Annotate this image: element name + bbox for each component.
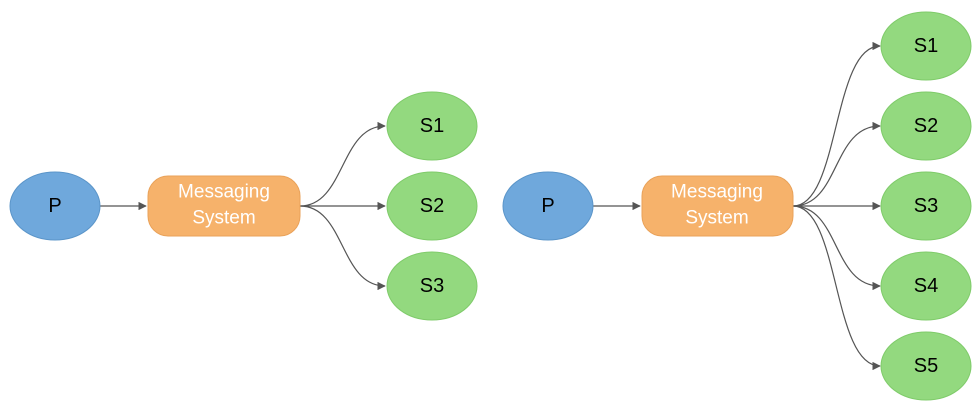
producer-label: P (541, 195, 554, 217)
subscriber-label: S4 (914, 275, 938, 297)
producer-node: P (9, 171, 101, 241)
subscriber-node: S3 (880, 171, 972, 241)
subscriber-node: S2 (386, 171, 478, 241)
producer-node: P (502, 171, 594, 241)
messaging-system-label-line-2: System (192, 208, 255, 229)
subscriber-node: S1 (386, 91, 478, 161)
edge-system-to-s4 (792, 205, 881, 291)
subscriber-node: S5 (880, 331, 972, 401)
edge-system-to-s2 (792, 121, 881, 207)
subscriber-label: S2 (420, 195, 444, 217)
subscriber-label: S5 (914, 355, 938, 377)
edge-system-to-s5 (792, 205, 881, 371)
edge-system-to-s3 (299, 205, 386, 291)
subscriber-node: S3 (386, 251, 478, 321)
producer-label: P (48, 195, 61, 217)
subscriber-label: S1 (914, 35, 938, 57)
messaging-system-label-line-1: Messaging (178, 182, 270, 203)
subscriber-label: S3 (420, 275, 444, 297)
messaging-system-node: Messaging System (641, 175, 794, 237)
subscriber-label: S1 (420, 115, 444, 137)
messaging-system-label-line-1: Messaging (671, 182, 763, 203)
subscriber-label: S2 (914, 115, 938, 137)
subscriber-node: S1 (880, 11, 972, 81)
diagram-2: P Messaging System S1 S2 S3 S4 S5 (502, 11, 972, 401)
subscriber-label: S3 (914, 195, 938, 217)
edge-system-to-s1 (792, 41, 881, 207)
subscriber-node: S4 (880, 251, 972, 321)
messaging-system-label-line-2: System (685, 208, 748, 229)
edge-system-to-s1 (299, 121, 386, 207)
messaging-system-node: Messaging System (147, 175, 301, 237)
diagram-1: P Messaging System S1 S2 S3 (9, 91, 478, 321)
subscriber-node: S2 (880, 91, 972, 161)
